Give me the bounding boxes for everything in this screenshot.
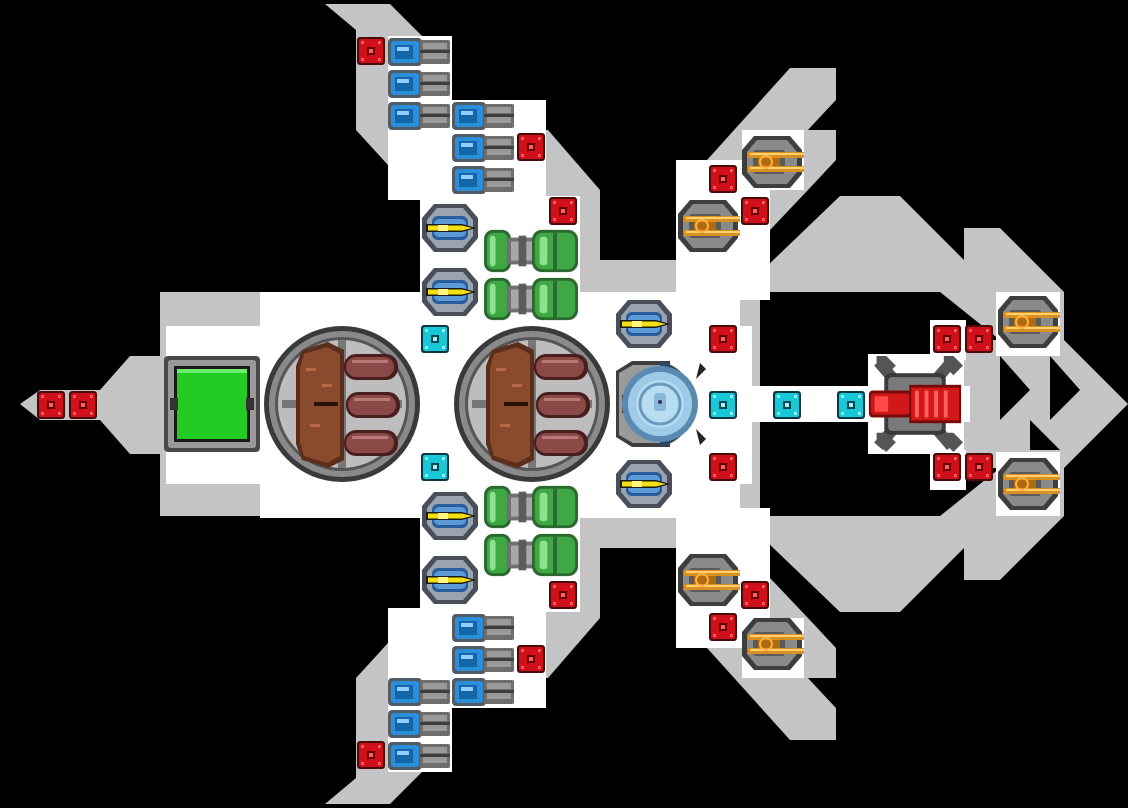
red-power-node-icon[interactable] (69, 391, 97, 419)
blue-thruster-icon[interactable] (452, 134, 514, 162)
blue-thruster-icon[interactable] (452, 102, 514, 130)
orange-autocannon-icon[interactable] (677, 199, 740, 253)
blue-thruster-icon[interactable] (388, 70, 450, 98)
red-power-node-icon[interactable] (357, 37, 385, 65)
red-power-node-icon[interactable] (37, 391, 65, 419)
red-power-node-icon[interactable] (965, 325, 993, 353)
blue-thruster-icon[interactable] (452, 166, 514, 194)
orange-autocannon-icon[interactable] (741, 617, 804, 671)
yellow-laser-turret-icon[interactable] (422, 556, 478, 604)
red-power-node-icon[interactable] (933, 325, 961, 353)
red-power-node-icon[interactable] (709, 453, 737, 481)
cargo-silo-icon[interactable] (454, 326, 610, 482)
cyan-sensor-node-icon[interactable] (421, 325, 449, 353)
hull-notches (808, 100, 1080, 708)
blue-thruster-icon[interactable] (452, 614, 514, 642)
blue-thruster-icon[interactable] (388, 742, 450, 770)
blue-thruster-icon[interactable] (388, 710, 450, 738)
green-command-core-icon[interactable] (164, 356, 260, 452)
yellow-laser-turret-icon[interactable] (616, 460, 672, 508)
red-power-node-icon[interactable] (741, 581, 769, 609)
blue-thruster-icon[interactable] (452, 646, 514, 674)
red-power-node-icon[interactable] (517, 133, 545, 161)
blue-thruster-icon[interactable] (388, 38, 450, 66)
yellow-laser-turret-icon[interactable] (422, 492, 478, 540)
yellow-laser-turret-icon[interactable] (422, 204, 478, 252)
blue-thruster-icon[interactable] (388, 102, 450, 130)
red-power-node-icon[interactable] (549, 581, 577, 609)
orange-autocannon-icon[interactable] (677, 553, 740, 607)
cyan-sensor-node-icon[interactable] (837, 391, 865, 419)
orange-autocannon-icon[interactable] (997, 295, 1060, 349)
red-power-node-icon[interactable] (709, 165, 737, 193)
red-power-node-icon[interactable] (965, 453, 993, 481)
red-power-node-icon[interactable] (709, 325, 737, 353)
cyan-sensor-node-icon[interactable] (421, 453, 449, 481)
yellow-laser-turret-icon[interactable] (616, 300, 672, 348)
red-power-node-icon[interactable] (741, 197, 769, 225)
red-power-node-icon[interactable] (709, 613, 737, 641)
blue-thruster-icon[interactable] (388, 678, 450, 706)
red-power-node-icon[interactable] (933, 453, 961, 481)
orange-autocannon-icon[interactable] (741, 135, 804, 189)
red-power-node-icon[interactable] (357, 741, 385, 769)
red-power-node-icon[interactable] (517, 645, 545, 673)
yellow-laser-turret-icon[interactable] (422, 268, 478, 316)
cyan-sensor-node-icon[interactable] (773, 391, 801, 419)
cargo-silo-icon[interactable] (264, 326, 420, 482)
orange-autocannon-icon[interactable] (997, 457, 1060, 511)
blue-thruster-icon[interactable] (452, 678, 514, 706)
red-power-node-icon[interactable] (549, 197, 577, 225)
cyan-sensor-node-icon[interactable] (709, 391, 737, 419)
